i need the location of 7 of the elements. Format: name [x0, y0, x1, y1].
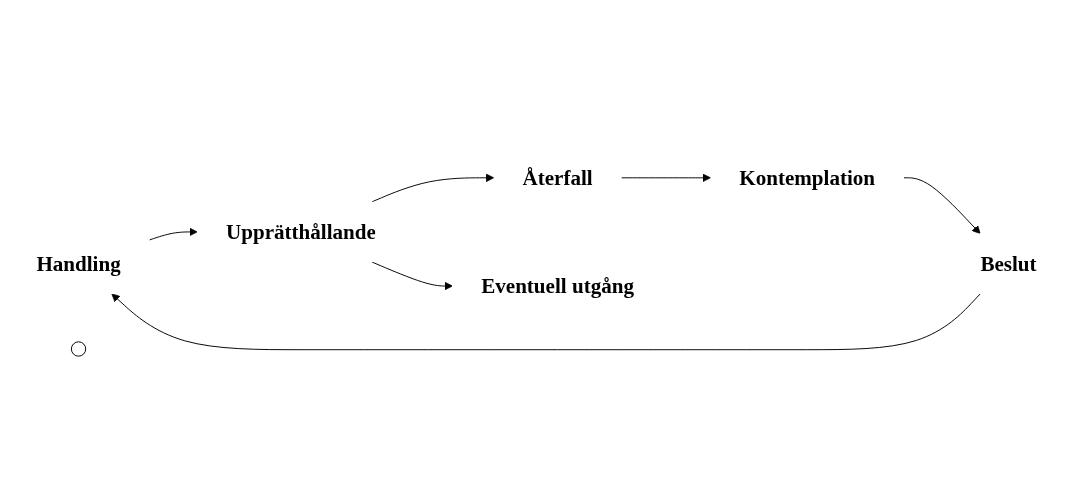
- node-circle: [70, 341, 87, 357]
- node-text: Beslut: [980, 251, 1037, 276]
- node-text: Eventuell utgång: [481, 274, 634, 299]
- node-text: Handling: [36, 251, 121, 276]
- node-text: Kontemplation: [739, 165, 876, 190]
- node-text: Återfall: [522, 165, 593, 190]
- node-text: Upprätthållande: [226, 220, 376, 244]
